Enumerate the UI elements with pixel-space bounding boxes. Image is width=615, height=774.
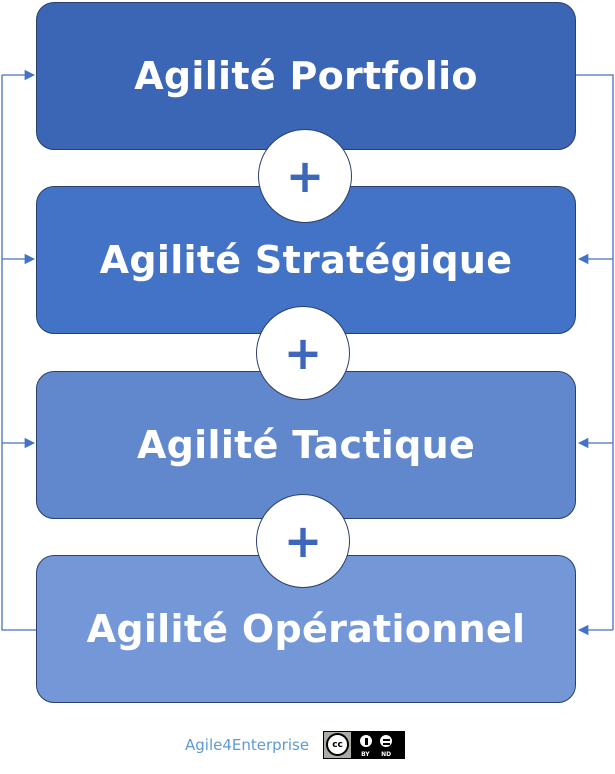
level-portfolio-label: Agilité Portfolio xyxy=(134,54,478,98)
right-feedback-line xyxy=(576,74,614,630)
level-operational: Agilité Opérationnel xyxy=(36,555,576,703)
level-operational-label: Agilité Opérationnel xyxy=(86,607,526,651)
level-strategic-label: Agilité Stratégique xyxy=(99,238,513,282)
level-tactical-label: Agilité Tactique xyxy=(136,423,476,467)
cc-license-badge: cc BY ND xyxy=(323,731,406,759)
license-strip xyxy=(351,732,405,758)
brand-name: Agile4Enterprise xyxy=(185,736,310,754)
license-nd-label: ND xyxy=(381,751,392,758)
creative-commons-icon: cc xyxy=(326,733,350,756)
level-portfolio: Agilité Portfolio xyxy=(36,2,576,150)
plus-icon: + xyxy=(283,326,323,380)
plus-connector-3: + xyxy=(256,494,350,588)
plus-connector-1: + xyxy=(258,129,352,223)
plus-connector-2: + xyxy=(256,306,350,400)
footer: Agile4Enterprise cc BY ND xyxy=(185,730,406,760)
left-feedback-line xyxy=(1,75,36,631)
license-by-label: BY xyxy=(361,751,370,758)
plus-icon: + xyxy=(283,514,323,568)
plus-icon: + xyxy=(285,149,325,203)
attribution-icon xyxy=(359,734,374,748)
no-derivatives-icon xyxy=(379,734,394,748)
